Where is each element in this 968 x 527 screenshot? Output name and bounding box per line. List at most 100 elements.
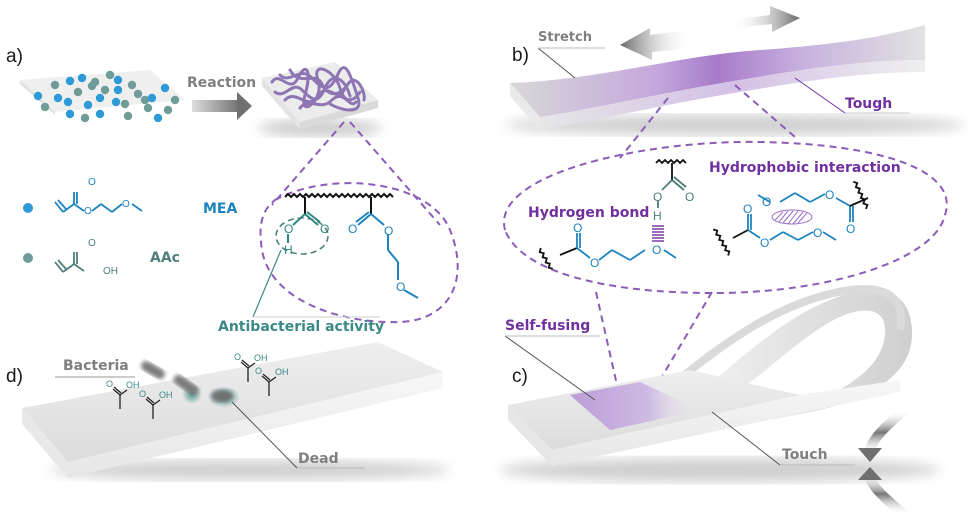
mea-monomer-dot <box>65 109 75 119</box>
mea-monomer-dot <box>53 93 63 103</box>
atom-o: O <box>284 222 294 236</box>
atom-o: O <box>652 243 662 257</box>
mea-monomer-dot <box>95 109 105 119</box>
hydrogen-bond-label: Hydrogen bond <box>528 205 650 221</box>
acid-group <box>112 386 128 409</box>
polymer-structure-a <box>284 192 419 299</box>
atom-o: O <box>384 224 394 238</box>
atom-o: O <box>590 256 600 270</box>
hydroxyl-label: OH <box>126 380 140 390</box>
atom-o: O <box>760 236 770 250</box>
atom-o: O <box>396 280 406 294</box>
atom-o: O <box>685 190 695 204</box>
atom-o: O <box>320 222 330 236</box>
antibacterial-label: Antibacterial activity <box>218 319 385 335</box>
hydroxyl-label: OH <box>159 390 173 400</box>
mea-monomer-dot <box>95 93 105 103</box>
panel-c <box>500 285 940 519</box>
atom-o: O <box>762 195 772 209</box>
fusion-zone <box>570 382 700 430</box>
acid-groups <box>112 359 277 419</box>
mea-label: MEA <box>203 201 238 217</box>
panel-letter-c: c) <box>512 366 528 387</box>
atom-o: O <box>88 238 96 249</box>
panel-letter-b: b) <box>512 45 529 66</box>
atom-o: O <box>106 379 114 389</box>
atom-o: O <box>84 206 92 217</box>
tough-label: Tough <box>845 96 893 112</box>
mea-monomer-dot <box>113 85 123 95</box>
aac-monomer-dot <box>90 77 100 87</box>
acid-group <box>145 396 161 419</box>
aac-monomer-dot <box>100 85 110 95</box>
hydroxyl-label: OH <box>254 353 268 363</box>
mea-monomer-dot <box>147 93 157 103</box>
atom-o: O <box>348 222 358 236</box>
zoom-callout-b <box>502 84 948 386</box>
aac-monomer-dot <box>73 87 83 97</box>
stretch-label: Stretch <box>538 30 592 45</box>
aac-monomer-dot <box>120 99 130 109</box>
tough-leader <box>794 77 846 114</box>
mea-monomer-dot <box>33 91 43 101</box>
polymer-slab <box>258 62 382 136</box>
bacterium <box>173 374 199 396</box>
hydrophobic-marker <box>771 209 813 225</box>
panel-letter-a: a) <box>6 46 23 67</box>
carboxyl-highlight <box>275 217 329 255</box>
atom-o: O <box>743 202 753 216</box>
dead-label: Dead <box>298 451 339 467</box>
atom-o: O <box>88 177 96 188</box>
reaction-arrow <box>192 92 252 120</box>
dead-bacterium <box>211 390 233 402</box>
atom-o: O <box>825 188 835 202</box>
touch-arrows <box>858 406 909 519</box>
atom-o: O <box>813 226 823 240</box>
bacterium <box>141 361 165 379</box>
aac-monomer-dot <box>105 70 115 80</box>
stretch-leader <box>537 47 576 79</box>
mea-monomer-dot <box>65 76 75 86</box>
hydrophobic-label: Hydrophobic interaction <box>709 160 901 176</box>
atom-o: O <box>846 222 856 236</box>
hydroxyl-label: OH <box>275 367 289 377</box>
aac-monomer-dot <box>170 95 180 105</box>
mea-monomer-dot <box>113 75 123 85</box>
aac-monomer-dot <box>80 113 90 123</box>
panel-b <box>502 6 965 386</box>
monomer-dots <box>33 70 180 123</box>
polymer-network <box>270 66 366 112</box>
atom-o: O <box>139 389 147 399</box>
self-fusing-label: Self-fusing <box>505 318 591 334</box>
aac-monomer-dot <box>163 105 173 115</box>
aac-monomer-dot <box>133 89 143 99</box>
acid-group <box>261 373 277 396</box>
mea-monomer-dot <box>77 73 87 83</box>
touch-leader <box>711 411 781 466</box>
mea-structure <box>54 192 143 213</box>
dead-leader <box>231 401 298 469</box>
aac-monomer-dot <box>127 80 137 90</box>
panel-a <box>20 62 459 324</box>
atom-o: O <box>255 366 263 376</box>
aac-label: AAc <box>150 250 180 266</box>
bacteria-label: Bacteria <box>63 358 129 374</box>
mea-monomer-dot <box>111 97 121 107</box>
mea-legend-dot <box>23 203 33 213</box>
hbond-structure <box>538 158 687 270</box>
stretch-arrows <box>620 6 800 60</box>
mea-monomer-dot <box>63 97 73 107</box>
panel-d <box>22 342 450 480</box>
reaction-label: Reaction <box>187 75 257 91</box>
touch-label: Touch <box>782 447 828 463</box>
atom-o: O <box>122 199 130 210</box>
aac-monomer-dot <box>50 80 60 90</box>
acid-group <box>240 359 256 382</box>
atom-h: H <box>653 209 662 223</box>
atom-o: O <box>573 221 583 235</box>
antibacterial-leader <box>252 249 282 318</box>
atom-o: O <box>653 190 663 204</box>
hydrophobic-structure <box>712 180 869 256</box>
mea-monomer-dot <box>160 83 170 93</box>
